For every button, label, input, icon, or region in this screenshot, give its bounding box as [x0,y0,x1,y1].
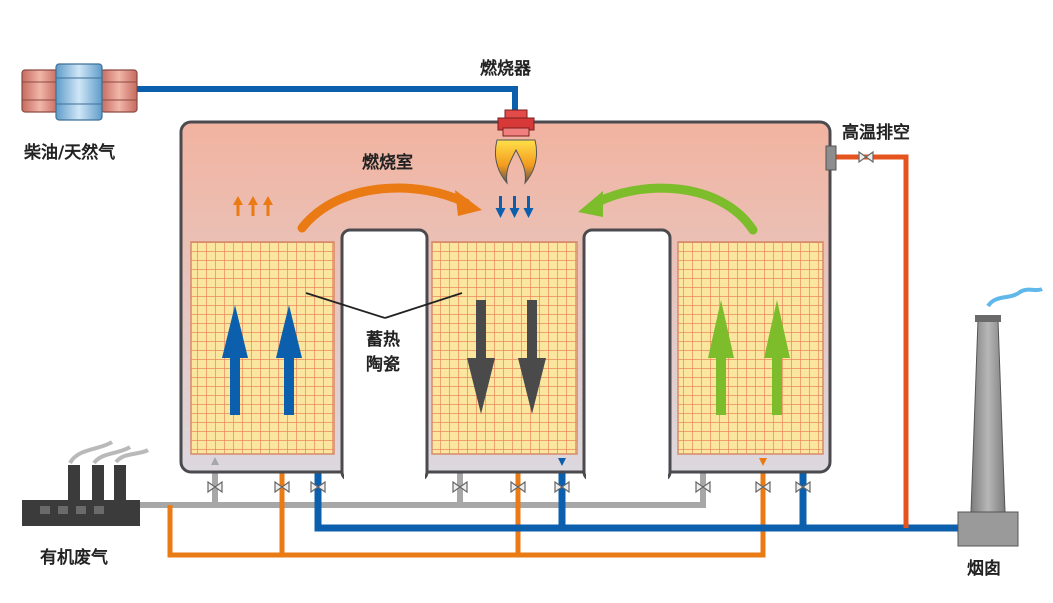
ceramic-leader-left [305,292,386,319]
waste-gas-label: 有机废气 [40,547,108,568]
partition-right [582,228,672,482]
exhaust-label: 高温排空 [842,122,910,143]
flow-curve-green [591,183,758,235]
flow-arrow-up-green [708,300,790,415]
chimney-label: 烟囱 [967,558,1001,579]
flow-curve-orange-head [455,190,482,216]
ceramic-bed-left [190,241,335,455]
ceramic-label-line1: 蓄热 [366,329,400,350]
ceramic-bed-middle [431,241,578,455]
valve-icon [207,150,874,494]
flow-arrow-down-dark [467,300,546,414]
burner-label: 燃烧器 [480,58,532,79]
flow-arrow-up-blue [222,305,302,415]
ceramic-leader-right [384,292,463,319]
fuel-tanks-icon [21,63,138,121]
factory-icon [22,440,150,526]
combustion-chamber-label: 燃烧室 [362,152,413,173]
pipe-network [140,154,960,558]
chimney-icon [957,287,1043,547]
burner-flame-icon [494,109,538,185]
flow-curve-green-head [578,191,603,217]
ceramic-label-line2: 陶瓷 [366,354,400,375]
hot-air-up-arrows [233,196,273,216]
ceramic-bed-right [677,241,824,455]
exhaust-port [825,145,837,171]
bottom-port-markers [211,457,767,466]
fuel-pipe [137,86,518,112]
air-down-arrows [495,196,534,218]
fuel-label: 柴油/天然气 [23,142,115,163]
flow-curve-orange [297,183,471,233]
